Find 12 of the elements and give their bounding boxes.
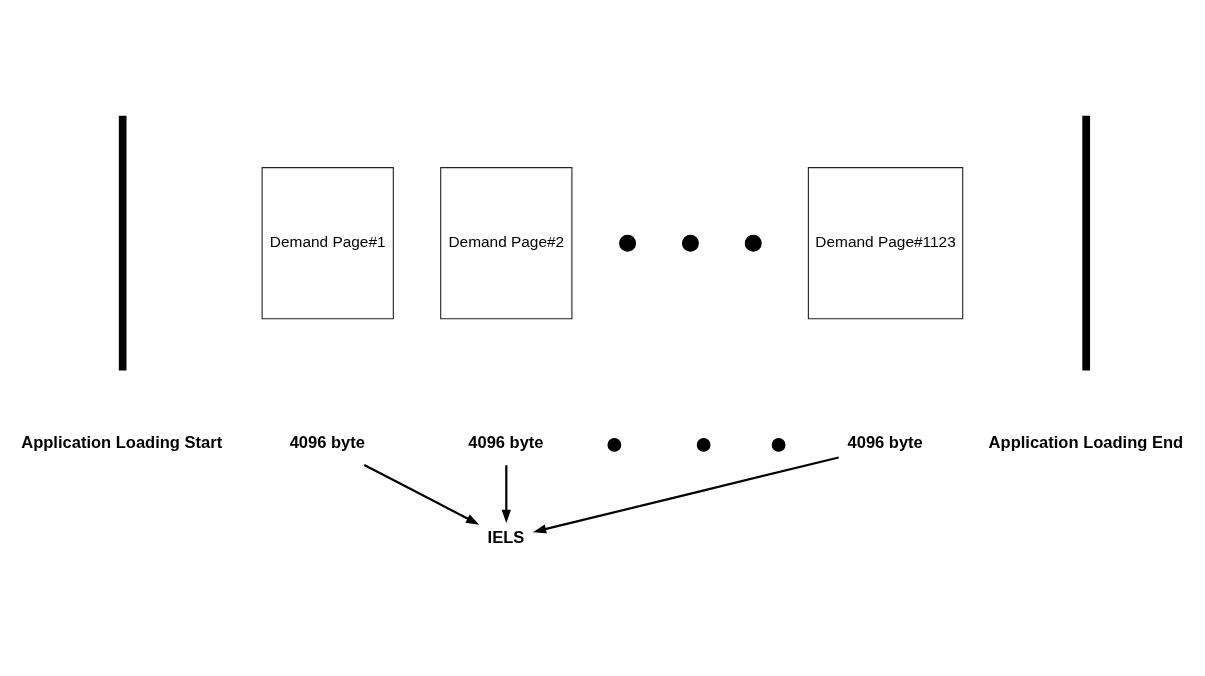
node-box: Demand Page#1123 <box>807 167 964 320</box>
arrow <box>501 465 511 524</box>
node-box: Demand Page#2 <box>440 167 573 320</box>
node-text: 4096 byte <box>289 432 365 452</box>
node-box: Demand Page#1 <box>261 167 394 320</box>
arrow <box>532 456 839 534</box>
node-text: 4096 byte <box>847 432 923 452</box>
arrow <box>363 464 480 525</box>
label: Application Loading End <box>988 432 1184 452</box>
node-text: 4096 byte <box>468 432 544 452</box>
label: Application Loading Start <box>21 432 223 452</box>
node-text: IELS <box>487 527 525 547</box>
